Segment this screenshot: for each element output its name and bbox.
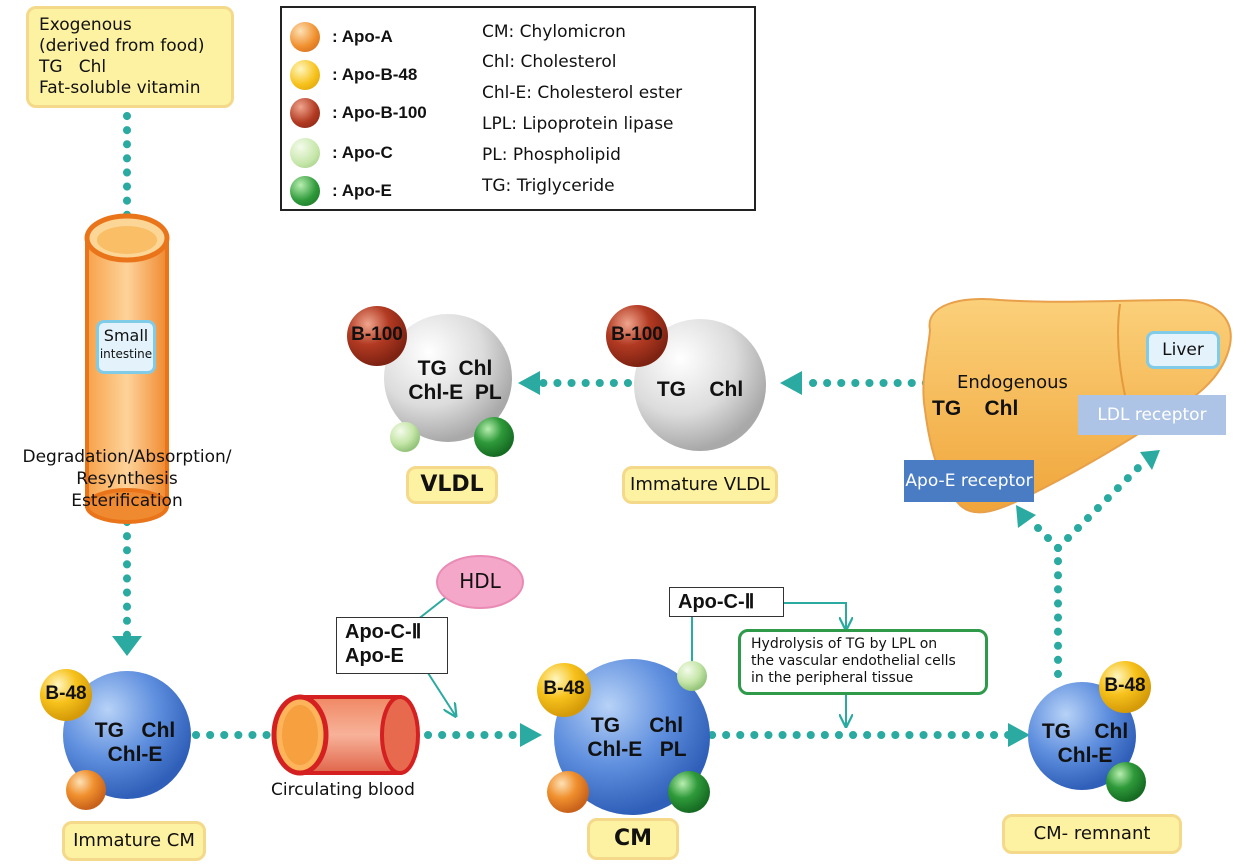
apo-e-ball [474, 417, 514, 457]
cm-remnant-line-2: Chl-E [1057, 744, 1113, 767]
blood-vessel [271, 694, 420, 776]
apo-b48-ball [537, 663, 591, 717]
process-line-3: Esterification [71, 491, 183, 511]
intestine-label-2: intestine [99, 347, 153, 361]
hydrolysis-line-2: the vascular endothelial cells [751, 653, 956, 669]
arrowhead-ldl-receptor [1140, 450, 1160, 470]
abbr-chl: Chl: Cholesterol [482, 52, 617, 72]
vldl-apo-label: B-100 [351, 324, 403, 345]
immature-cm-name: Immature CM [62, 821, 206, 861]
vldl-name: VLDL [406, 466, 498, 504]
vldl-contents: TG Chl Chl-E PL [392, 357, 518, 405]
arrow-to-ldl-receptor [1054, 462, 1144, 552]
particle-immature-cm [40, 669, 191, 810]
apo-c-ball [390, 422, 420, 452]
connector-lines [416, 597, 846, 725]
immature-cm-apo-label: B-48 [45, 683, 87, 704]
apo-transfer-line-2: Apo-E [345, 645, 404, 667]
apo-e-ball [668, 771, 710, 813]
abbr-cm: CM: Chylomicron [482, 22, 626, 42]
hdl-label: HDL [459, 569, 501, 593]
liver-contents: TG Chl [932, 397, 1019, 420]
source-line-4: Fat-soluble vitamin [39, 78, 201, 98]
cm-name: CM [587, 818, 679, 860]
cm-remnant-contents: TG Chl Chl-E [1030, 720, 1140, 768]
immature-vldl-apo-label: B-100 [611, 324, 663, 345]
ldl-receptor: LDL receptor [1078, 395, 1226, 435]
apo-b100-dot [290, 98, 320, 128]
immature-vldl-contents: TG Chl [656, 378, 744, 401]
hydrolysis-line-3: in the peripheral tissue [751, 670, 914, 686]
arrowhead-right-1 [520, 723, 542, 747]
cm-remnant-apo-label: B-48 [1104, 675, 1146, 696]
process-line-2: Resynthesis [76, 469, 178, 489]
abbr-chl-e: Chl-E: Cholesterol ester [482, 83, 683, 103]
source-line-2: (derived from food) [39, 36, 205, 56]
immature-cm-contents: TG Chl Chl-E [80, 719, 190, 767]
intestine-label-1: Small [103, 326, 149, 345]
apo-b100-ball [347, 306, 407, 366]
process-label: Degradation/Absorption/ Resynthesis Este… [0, 446, 254, 512]
source-line-1: Exogenous [39, 15, 132, 35]
arrow-to-apoe-receptor [1026, 516, 1062, 552]
process-line-1: Degradation/Absorption/ [22, 447, 232, 467]
vldl-line-1: TG Chl [417, 357, 493, 380]
arrowhead-right-2 [1008, 723, 1030, 747]
apo-e-ball [1106, 762, 1146, 802]
apo-b48-dot [290, 60, 320, 90]
particle-vldl [347, 306, 514, 457]
particle-cm [537, 659, 710, 815]
apo-b48-ball [1099, 661, 1151, 713]
arrowhead-down-2 [112, 636, 142, 656]
apo-a-dot [290, 22, 320, 52]
cm-remnant-line-1: TG Chl [1041, 720, 1129, 743]
arrowhead-apoe-receptor [1016, 505, 1036, 528]
cm-line-1: TG Chl [590, 714, 684, 737]
immature-cm-line-1: TG Chl [94, 719, 176, 742]
intestine-label: Small intestine [96, 320, 156, 374]
immature-cm-line-2: Chl-E [107, 743, 163, 766]
hydrolysis-line-1: Hydrolysis of TG by LPL on [751, 636, 938, 652]
arrowhead-left-1 [780, 371, 802, 395]
blood-label: Circulating blood [271, 780, 415, 800]
apo-transfer-box: Apo-C-Ⅱ Apo-E [336, 617, 448, 674]
liver-label: Liver [1146, 331, 1220, 369]
abbr-pl: PL: Phospholipid [482, 145, 621, 165]
hydrolysis-box: Hydrolysis of TG by LPL on the vascular … [738, 629, 988, 695]
source-line-3: TG Chl [39, 57, 107, 77]
apo-a-ball [547, 771, 589, 813]
cm-apo-label: B-48 [543, 678, 585, 699]
apo-transfer-line-1: Apo-C-Ⅱ [345, 621, 422, 643]
apo-b100-ball [606, 305, 668, 367]
legend: : Apo-A : Apo-B-48 : Apo-B-100 : Apo-C :… [280, 6, 756, 211]
apo-b48-ball [40, 669, 92, 721]
apo-c-dot [290, 138, 320, 168]
apo-c-ball [677, 661, 707, 691]
particle-cm-remnant [1028, 661, 1151, 802]
abbr-lpl: LPL: Lipoprotein lipase [482, 114, 674, 134]
cm-remnant-name: CM- remnant [1002, 814, 1182, 854]
abbr-tg: TG: Triglyceride [482, 176, 615, 196]
apo-e-dot [290, 176, 320, 206]
particle-immature-vldl [606, 305, 766, 451]
immature-vldl-name: Immature VLDL [622, 466, 778, 504]
apoe-receptor: Apo-E receptor [904, 460, 1034, 502]
hdl-bubble [436, 555, 524, 609]
exogenous-source-box: Exogenous (derived from food) TG Chl Fat… [26, 6, 234, 108]
cm-line-2: Chl-E PL [587, 738, 687, 761]
apo-c2-box: Apo-C-Ⅱ [669, 587, 784, 617]
cm-contents: TG Chl Chl-E PL [572, 714, 702, 762]
apo-a-ball [66, 770, 106, 810]
endogenous-label: Endogenous [957, 372, 1068, 393]
arrowhead-left-2 [518, 371, 540, 395]
vldl-line-2: Chl-E PL [408, 381, 502, 404]
